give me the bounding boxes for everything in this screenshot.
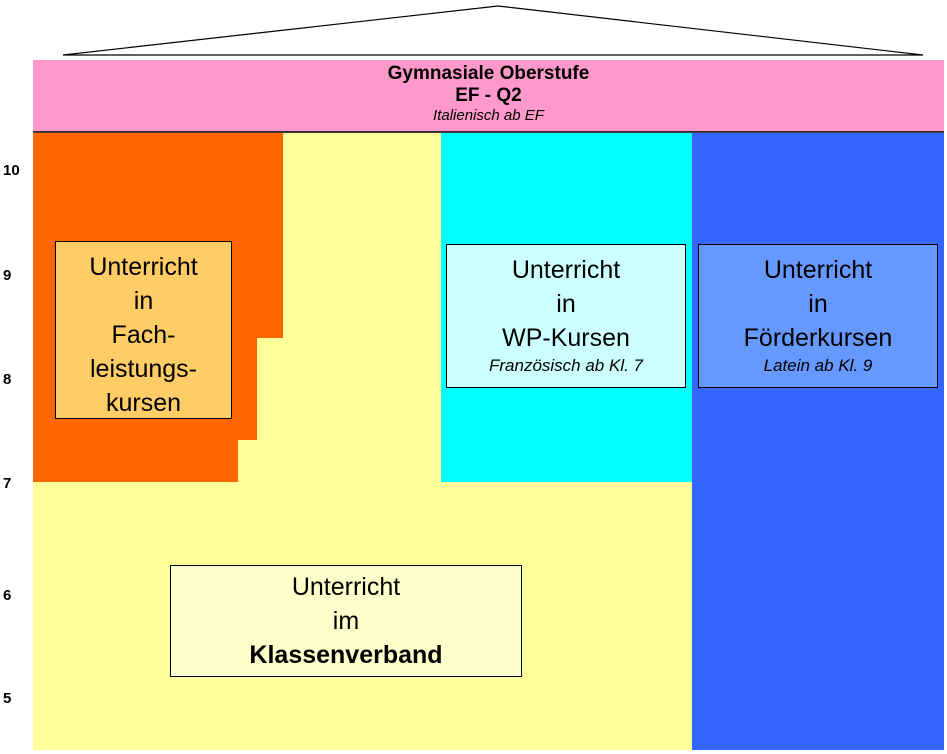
fach-line2: in xyxy=(133,287,154,315)
header: Gymnasiale Oberstufe EF - Q2 Italienisch… xyxy=(33,60,944,132)
header-title: Gymnasiale Oberstufe xyxy=(387,63,590,84)
fach-line3: Fach- xyxy=(111,321,176,349)
header-subtitle: EF - Q2 xyxy=(455,85,522,106)
header-band xyxy=(33,60,944,132)
wp-note: Französisch ab Kl. 7 xyxy=(488,356,643,375)
grade-label-9: 9 xyxy=(3,267,12,284)
header-note: Italienisch ab EF xyxy=(433,107,544,124)
fach-line1: Unterricht xyxy=(89,253,198,281)
klassenverband-box: Unterricht im Klassenverband xyxy=(170,565,522,677)
grade-label-10: 10 xyxy=(3,162,20,179)
fach-line5: kursen xyxy=(105,389,182,417)
foerder-line2: in xyxy=(808,290,828,318)
roof xyxy=(62,5,924,56)
klassen-line2: im xyxy=(332,607,360,635)
grade-label-5: 5 xyxy=(3,690,12,707)
grade-label-6: 6 xyxy=(3,587,12,604)
wp-line2: in xyxy=(556,290,576,318)
klassen-line3: Klassenverband xyxy=(249,641,443,669)
wp-line3: WP-Kursen xyxy=(502,324,630,352)
foerder-note: Latein ab Kl. 9 xyxy=(763,356,873,375)
wp-line1: Unterricht xyxy=(511,256,621,284)
grade-label-8: 8 xyxy=(3,371,12,388)
foerder-line3: Förderkursen xyxy=(743,324,893,352)
wp-kurse-box: Unterricht in WP-Kursen Französisch ab K… xyxy=(446,244,686,388)
foerderkurse-area xyxy=(692,133,944,750)
fachleistungskurse-box: Unterricht in Fach- leistungs- kursen xyxy=(55,241,232,419)
fach-line4: leistungs- xyxy=(90,355,197,383)
grade-label-7: 7 xyxy=(3,475,12,492)
foerderkurse-box: Unterricht in Förderkursen Latein ab Kl.… xyxy=(698,244,938,388)
foerder-line1: Unterricht xyxy=(763,256,873,284)
klassen-line1: Unterricht xyxy=(291,573,401,601)
